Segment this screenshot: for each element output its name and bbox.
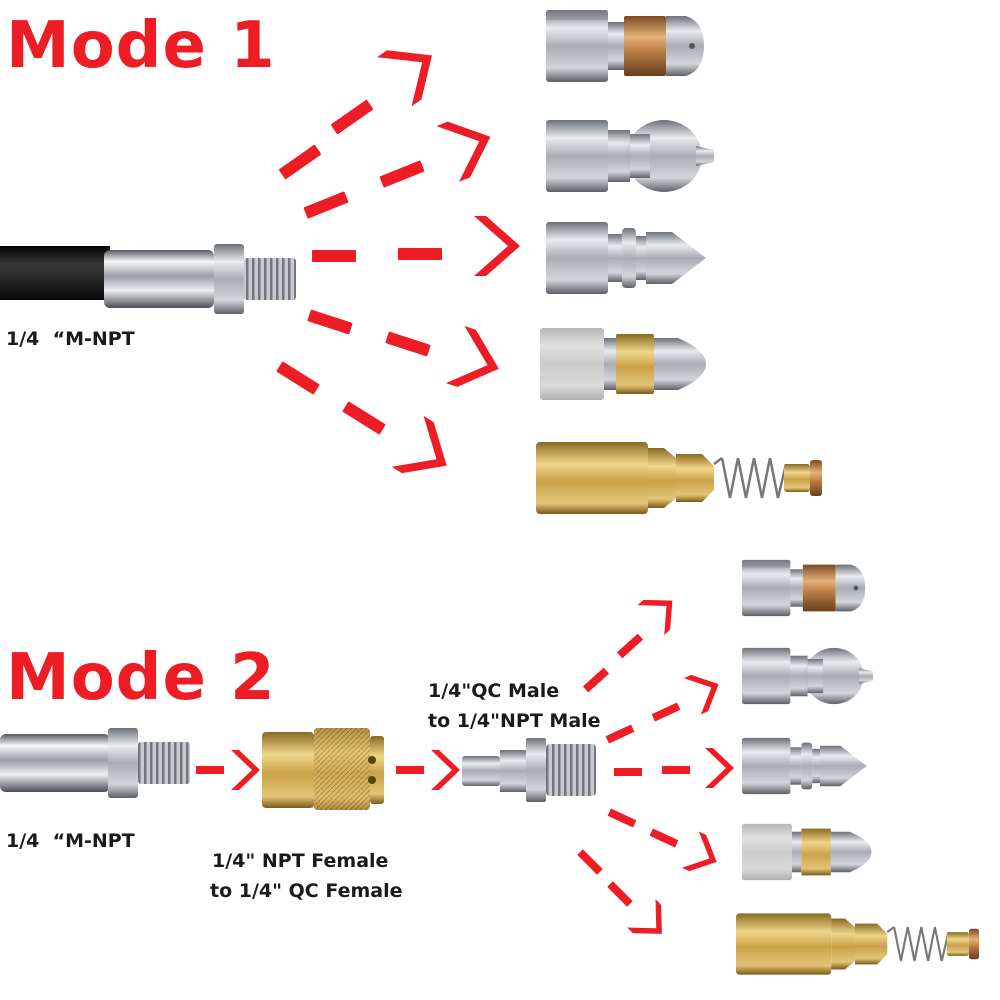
hose <box>0 246 110 300</box>
hose-ferrule <box>0 734 110 792</box>
mode2-arrows <box>577 585 734 949</box>
plug-label-line1: 1/4"QC Male <box>428 680 560 702</box>
mode1-hose-label: 1/4 “M-NPT <box>6 328 135 350</box>
mode1-hose-assembly <box>0 244 296 314</box>
mode2-round-nozzle <box>742 647 874 705</box>
mode2-rotating-nozzle <box>742 559 866 617</box>
mode2-title: Mode 2 <box>6 641 276 715</box>
mode2-arrow-to-plug <box>396 750 460 790</box>
mode1-rotating-nozzle <box>546 10 704 82</box>
coupler-label-line2: to 1/4" QC Female <box>210 880 403 902</box>
mode1-title: Mode 1 <box>6 9 276 83</box>
mode2-hose-label: 1/4 “M-NPT <box>6 830 135 852</box>
mode2-spring-nozzle <box>734 912 981 976</box>
hex-nut <box>108 728 138 798</box>
qc-male-plug <box>462 738 596 802</box>
hose-ferrule <box>104 250 214 308</box>
brass-qc-female-coupler <box>262 728 384 810</box>
coupler-label-line1: 1/4" NPT Female <box>212 850 389 872</box>
mode1-spring-nozzle <box>534 440 824 516</box>
hex-nut <box>214 244 244 314</box>
mode1-pointed-nozzle <box>546 222 706 294</box>
male-npt-thread <box>138 742 190 784</box>
mode2-hose-assembly <box>0 728 190 798</box>
mode1-brass-ring-nozzle <box>540 328 706 400</box>
mode1-round-nozzle <box>546 120 714 192</box>
plug-label-line2: to 1/4"NPT Male <box>428 710 601 732</box>
mode1-arrows <box>276 30 520 492</box>
mode2-brass-ring-nozzle <box>742 823 872 881</box>
male-npt-thread <box>244 258 296 300</box>
mode2-arrow-to-coupler <box>196 750 260 790</box>
mode2-pointed-nozzle <box>742 737 867 795</box>
